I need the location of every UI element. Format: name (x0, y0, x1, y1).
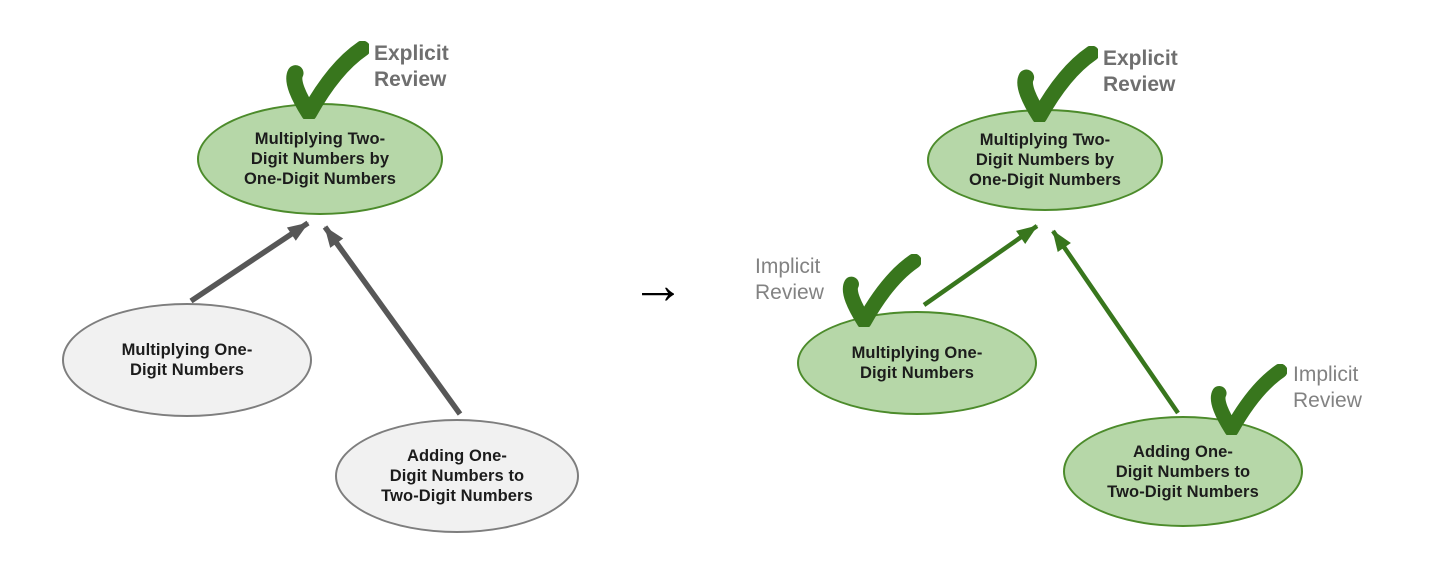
transform-arrow-icon: → (631, 255, 685, 315)
node-multiplying-two-digit-before: Multiplying Two- Digit Numbers by One-Di… (197, 103, 443, 215)
checkmark-icon (1014, 46, 1098, 122)
checkmark-icon (839, 254, 921, 327)
node-label: Adding One- Digit Numbers to Two-Digit N… (381, 447, 533, 505)
edge-multiplying-one-digit-to-target-after (922, 224, 1039, 307)
node-label: Multiplying One- Digit Numbers (121, 341, 253, 379)
node-multiplying-one-digit-before: Multiplying One- Digit Numbers (62, 303, 312, 417)
implicit-review-label-mid: Implicit Review (755, 255, 824, 304)
implicit-review-label-bottom: Implicit Review (1293, 363, 1362, 412)
node-adding-one-digit-after: Adding One- Digit Numbers to Two-Digit N… (1063, 416, 1303, 527)
edge-adding-one-digit-to-target-before (322, 225, 463, 416)
node-multiplying-one-digit-after: Multiplying One- Digit Numbers (797, 311, 1037, 415)
explicit-review-label: Explicit Review (1103, 47, 1178, 96)
node-multiplying-two-digit-after: Multiplying Two- Digit Numbers by One-Di… (927, 109, 1163, 211)
node-label: Adding One- Digit Numbers to Two-Digit N… (1107, 442, 1259, 501)
node-label: Multiplying Two- Digit Numbers by One-Di… (243, 130, 397, 188)
checkmark-icon (1207, 364, 1287, 435)
edge-adding-one-digit-to-target-after (1051, 229, 1180, 415)
explicit-review-label: Explicit Review (374, 42, 449, 91)
node-adding-one-digit-before: Adding One- Digit Numbers to Two-Digit N… (335, 419, 579, 533)
node-label: Multiplying One- Digit Numbers (851, 344, 983, 382)
edge-multiplying-one-digit-to-target-before (189, 220, 310, 304)
checkmark-icon (283, 41, 369, 119)
node-label: Multiplying Two- Digit Numbers by One-Di… (968, 131, 1122, 189)
